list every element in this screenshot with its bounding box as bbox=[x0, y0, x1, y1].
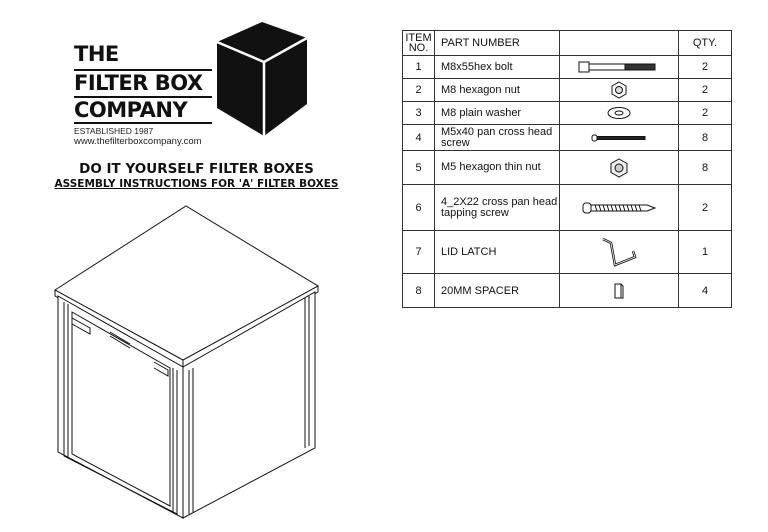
cube-icon bbox=[216, 22, 308, 136]
row-item-no: 1 bbox=[402, 55, 435, 79]
hex-nut-icon bbox=[611, 81, 627, 99]
logo-rule bbox=[74, 96, 212, 98]
row-part-number: M8 plain washer bbox=[434, 101, 560, 125]
header-qty: QTY. bbox=[678, 30, 732, 56]
row-qty: 4 bbox=[678, 273, 732, 308]
logo-line-3: COMPANY bbox=[74, 98, 188, 122]
row-part-number: LID LATCH bbox=[434, 230, 560, 274]
washer-icon bbox=[607, 107, 631, 119]
row-part-number: M8x55hex bolt bbox=[434, 55, 560, 79]
pan-screw-icon bbox=[591, 134, 646, 141]
page-subtitle: ASSEMBLY INSTRUCTIONS FOR 'A' FILTER BOX… bbox=[54, 178, 339, 190]
row-qty: 2 bbox=[678, 101, 732, 125]
header-part-number: PART NUMBER bbox=[434, 30, 560, 56]
header-item-line-1: ITEM bbox=[405, 32, 432, 44]
logo-rule bbox=[74, 122, 212, 124]
logo-established: ESTABLISHED 1987 bbox=[74, 126, 154, 136]
header-item-line-2: NO. bbox=[408, 42, 429, 54]
parts-table: ITEM NO. PART NUMBER QTY. 1 M8x55hex bol… bbox=[402, 30, 732, 308]
table-header-row: ITEM NO. PART NUMBER QTY. bbox=[402, 30, 732, 56]
lid-latch-icon bbox=[602, 237, 637, 267]
row-part-number: M5x40 pan cross head screw bbox=[434, 124, 560, 151]
row-qty: 8 bbox=[678, 150, 732, 185]
table-row: 1 M8x55hex bolt 2 bbox=[402, 55, 732, 79]
row-item-no: 3 bbox=[402, 101, 435, 125]
row-part-number: 20MM SPACER bbox=[434, 273, 560, 308]
row-qty: 8 bbox=[678, 124, 732, 151]
table-row: 6 4_2X22 cross pan head tapping screw bbox=[402, 184, 732, 231]
spacer-icon bbox=[614, 283, 624, 298]
row-qty: 1 bbox=[678, 230, 732, 274]
row-qty: 2 bbox=[678, 78, 732, 102]
row-qty: 2 bbox=[678, 184, 732, 231]
thin-nut-icon bbox=[610, 157, 628, 178]
table-row: 2 M8 hexagon nut 2 bbox=[402, 78, 732, 102]
row-item-no: 8 bbox=[402, 273, 435, 308]
filter-box-illustration bbox=[54, 205, 320, 519]
logo-rule bbox=[74, 69, 212, 71]
row-qty: 2 bbox=[678, 55, 732, 79]
header-item-no: ITEM NO. bbox=[402, 30, 435, 56]
logo-website: www.thefilterboxcompany.com bbox=[74, 136, 202, 147]
table-row: 8 20MM SPACER 4 bbox=[402, 273, 732, 308]
row-part-number: 4_2X22 cross pan head tapping screw bbox=[434, 184, 560, 231]
page-title: DO IT YOURSELF FILTER BOXES bbox=[79, 161, 314, 177]
table-row: 7 LID LATCH 1 bbox=[402, 230, 732, 274]
logo-line-1: THE bbox=[74, 42, 119, 66]
table-row: 4 M5x40 pan cross head screw 8 bbox=[402, 124, 732, 151]
row-item-no: 7 bbox=[402, 230, 435, 274]
company-logo: THE FILTER BOX COMPANY ESTABLISHED 1987 … bbox=[74, 22, 334, 148]
row-item-no: 6 bbox=[402, 184, 435, 231]
row-item-no: 5 bbox=[402, 150, 435, 185]
logo-line-2: FILTER BOX bbox=[74, 71, 203, 95]
table-row: 5 M5 hexagon thin nut 8 bbox=[402, 150, 732, 185]
row-part-number: M5 hexagon thin nut bbox=[434, 150, 560, 185]
hex-bolt-icon bbox=[578, 61, 656, 73]
table-row: 3 M8 plain washer 2 bbox=[402, 101, 732, 125]
row-part-number: M8 hexagon nut bbox=[434, 78, 560, 102]
row-item-no: 4 bbox=[402, 124, 435, 151]
tapping-screw-icon bbox=[582, 202, 657, 213]
row-item-no: 2 bbox=[402, 78, 435, 102]
header-image bbox=[559, 30, 679, 56]
